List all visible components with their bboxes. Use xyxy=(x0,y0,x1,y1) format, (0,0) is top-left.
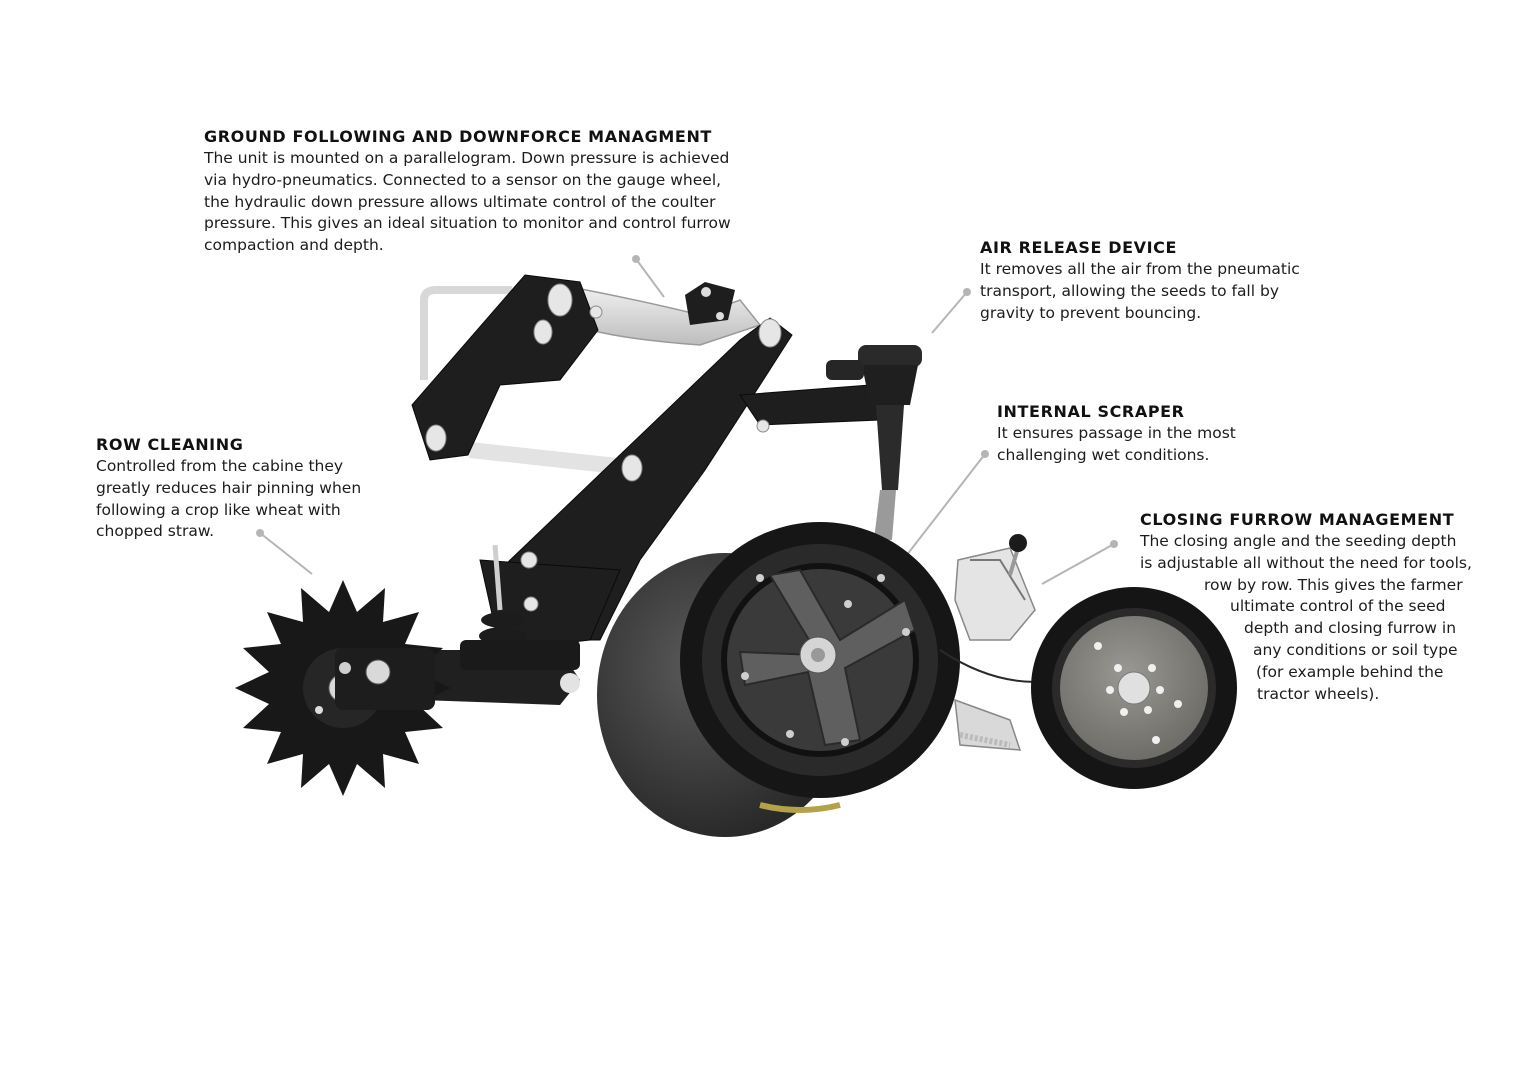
parallelogram-frame xyxy=(411,274,901,651)
callout-internal-scraper: INTERNAL SCRAPER It ensures passage in t… xyxy=(997,401,1236,467)
callout-text-line: gravity to prevent bouncing. xyxy=(980,303,1202,322)
callout-text-line: greatly reduces hair pinning when xyxy=(96,478,362,497)
callout-title: GROUND FOLLOWING AND DOWNFORCE MANAGMENT xyxy=(204,127,712,146)
leader-closing xyxy=(1041,543,1115,585)
leader-row xyxy=(259,532,313,575)
callout-title: ROW CLEANING xyxy=(96,435,244,454)
callout-text-line: via hydro-pneumatics. Connected to a sen… xyxy=(204,170,722,189)
top-bracket xyxy=(685,282,735,325)
callout-text-line: the hydraulic down pressure allows ultim… xyxy=(204,192,716,211)
leader-ground xyxy=(635,258,665,298)
callout-text-line: transport, allowing the seeds to fall by xyxy=(980,281,1279,300)
closing-mechanism xyxy=(939,534,1061,751)
gauge-wheel xyxy=(680,522,960,798)
air-release-device xyxy=(826,345,922,540)
callout-closing-furrow: CLOSING FURROW MANAGEMENT The closing an… xyxy=(1140,509,1472,705)
callout-text-line: is adjustable all without the need for t… xyxy=(1140,553,1472,572)
callout-text-line: depth and closing furrow in xyxy=(1244,619,1457,638)
callout-title: AIR RELEASE DEVICE xyxy=(980,238,1178,257)
callout-text-line: chopped straw. xyxy=(96,522,215,541)
callout-row-cleaning: ROW CLEANING Controlled from the cabine … xyxy=(96,434,361,543)
callout-air-release: AIR RELEASE DEVICE It removes all the ai… xyxy=(980,237,1300,324)
callout-text-line: compaction and depth. xyxy=(204,236,384,255)
callout-text-line: (for example behind the xyxy=(1256,662,1444,681)
callout-text-line: It ensures passage in the most xyxy=(997,424,1236,442)
callout-text-line: any conditions or soil type xyxy=(1253,640,1458,659)
callout-title: INTERNAL SCRAPER xyxy=(997,402,1185,421)
callout-ground-following: GROUND FOLLOWING AND DOWNFORCE MANAGMENT… xyxy=(204,126,731,257)
callout-title: CLOSING FURROW MANAGEMENT xyxy=(1140,510,1455,529)
frame-bolts xyxy=(425,283,782,612)
callout-text-line: The unit is mounted on a parallelogram. … xyxy=(204,149,730,167)
callout-text-line: ultimate control of the seed xyxy=(1230,597,1446,616)
callout-text-line: The closing angle and the seeding depth xyxy=(1140,532,1457,550)
press-wheel xyxy=(1031,587,1237,789)
white-arm xyxy=(558,283,762,346)
callout-text-line: It removes all the air from the pneumati… xyxy=(980,260,1300,278)
row-cleaner-hub xyxy=(335,648,435,710)
callout-text-line: pressure. This gives an ideal situation … xyxy=(204,214,731,233)
leader-air xyxy=(931,291,968,334)
callout-text-line: tractor wheels). xyxy=(1257,684,1380,703)
callout-text-line: following a crop like wheat with xyxy=(96,500,341,519)
callout-text-line: Controlled from the cabine they xyxy=(96,457,344,475)
callout-text-line: challenging wet conditions. xyxy=(997,445,1210,464)
callout-text-line: row by row. This gives the farmer xyxy=(1204,575,1463,594)
